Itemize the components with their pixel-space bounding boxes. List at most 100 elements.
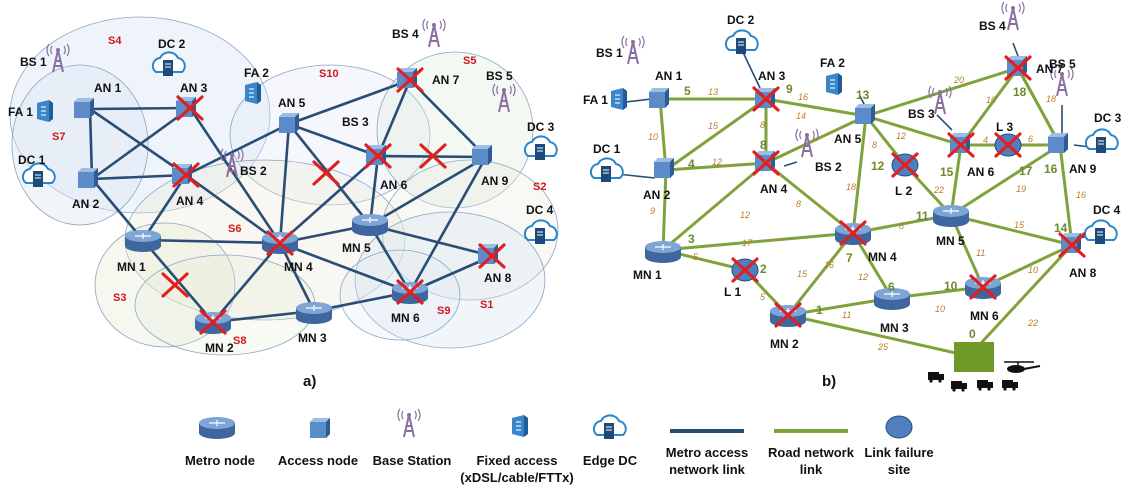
attach-link [1012,42,1019,57]
road-weight: 8 [796,199,801,209]
sector-s10 [229,64,431,206]
access-node-icon [310,418,330,438]
road-weight: 4 [983,135,988,145]
attach-link [936,114,953,131]
road-link [765,114,867,165]
fixed-access-icon [610,87,628,111]
road-node-id: 0 [969,327,976,341]
device-label: DC 2 [158,37,186,51]
metro-link [369,223,493,258]
link-failure-label: L 1 [724,285,741,299]
road-link [959,67,1020,146]
link-failure-site-icon [885,415,913,439]
road-link [865,114,962,147]
link-failure-label: L 3 [996,120,1013,134]
road-link [662,161,767,252]
road-node-id: 3 [688,232,695,246]
metro-link [185,173,281,245]
metro-link [91,106,191,181]
road-node-id: 18 [1013,85,1027,99]
edge-dc-icon [724,29,759,55]
metro-link [368,155,380,226]
road-weight: 10 [986,95,996,105]
device-label: BS 5 [486,69,513,83]
panel-b-label: b) [822,373,836,390]
road-node-id: 1 [816,303,823,317]
road-link [786,232,855,316]
road-weight: 8 [872,140,877,150]
node-label: MN 3 [298,331,327,345]
road-weight: 8 [760,120,765,130]
node-label: AN 1 [94,81,122,95]
road-weight: 12 [712,157,722,167]
sector-label: S4 [108,35,122,47]
road-link [787,313,970,358]
node-label: AN 8 [484,271,512,285]
metro-node-mn1-icon [124,229,162,253]
road-weight: 11 [976,248,985,258]
legend-label: Edge DC [583,453,638,468]
road-link [765,161,854,235]
road-weight: 19 [1016,184,1026,194]
fixed-access-icon [36,99,54,123]
node-label: MN 2 [205,341,234,355]
legend-label: Base Station [373,453,452,468]
metro-link [89,107,187,177]
node-label: MN 5 [936,234,965,248]
metro-node-mn5-icon [351,213,389,237]
sector-label: S8 [233,335,246,347]
road-weight: 5 [760,292,766,302]
road-weight: 15 [797,269,808,279]
fixed-access-icon [511,414,529,438]
device-label: DC 1 [18,153,46,167]
metro-link [142,238,281,245]
road-link [1058,144,1074,246]
device-label: DC 4 [1093,203,1121,217]
road-weight: 14 [796,111,806,121]
road-node-id: 7 [846,251,853,265]
node-label: AN 3 [758,69,786,83]
access-node-an5-icon [855,104,875,124]
road-node-id: 17 [1019,164,1033,178]
device-label: FA 2 [244,66,269,80]
road-weight: 25 [877,342,889,352]
access-node-an2-icon [78,168,98,188]
node-label: MN 3 [880,321,909,335]
road-weight: 15 [1014,220,1025,230]
metro-link [278,123,291,244]
metro-link [369,155,487,227]
road-weight: 12 [896,131,906,141]
sector-s4 [9,16,271,214]
road-link-weights: 13 20 18 10 15 16 14 8 8 12 12 6 4 10 9 … [648,75,1086,352]
metro-node-icon [198,416,236,440]
attach-link [740,47,761,89]
edge-dc-icon [592,414,627,440]
base-station-icon [397,408,421,438]
access-node-an5-icon [279,113,299,133]
access-node-an1-icon [649,88,669,108]
device-label: BS 3 [908,107,935,121]
metro-link [376,79,412,157]
road-node-id: 10 [944,279,958,293]
metro-link [188,107,282,244]
node-label: AN 5 [278,96,306,110]
node-label: MN 1 [117,260,146,274]
truck-icon [928,372,944,383]
device-label: BS 2 [815,160,842,174]
road-node-id: 15 [940,165,954,179]
link-failure-label: L 2 [895,184,912,198]
device-label: BS 1 [596,46,623,60]
metro-link [141,174,188,241]
device-label: DC 4 [526,203,554,217]
helicopter-icon [1004,361,1041,373]
attach-link [783,161,798,167]
labels-a: AN 1 AN 2 AN 3 AN 4 AN 5 AN 6 AN 7 AN 8 … [8,27,555,390]
node-label: AN 7 [432,73,460,87]
road-weight: 18 [846,182,856,192]
node-label: MN 6 [970,309,999,323]
road-link [950,213,1073,247]
metro-link [409,79,487,158]
sector-label: S5 [463,55,476,67]
sector-s5 [376,51,534,209]
edge-dc-icon [589,157,624,183]
